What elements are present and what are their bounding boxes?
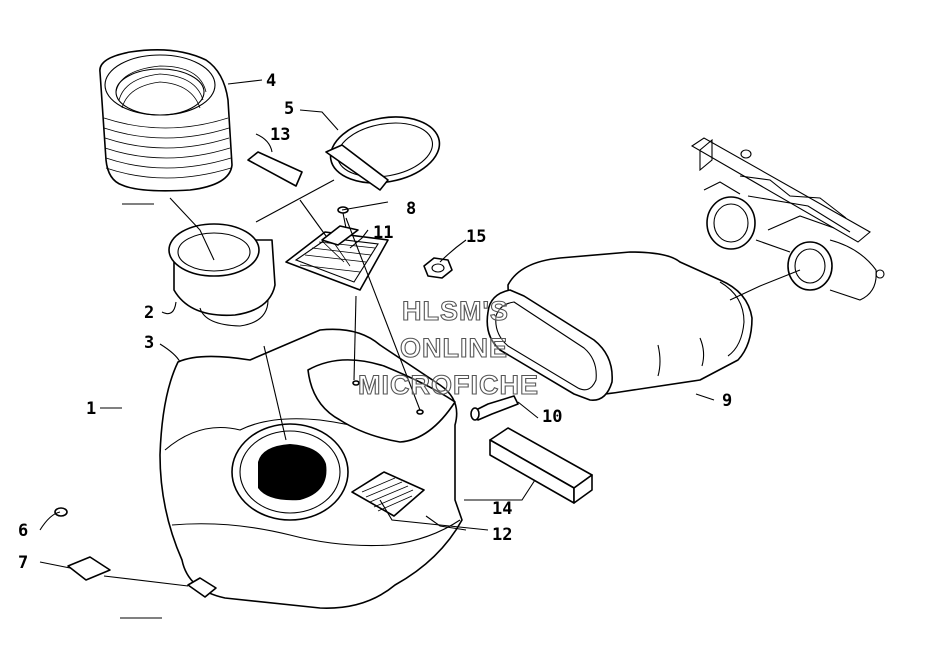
callout-3: 3 <box>144 333 154 353</box>
callout-9: 9 <box>722 391 732 411</box>
screw-part-8 <box>337 206 349 229</box>
decal-part-12 <box>351 471 425 517</box>
callout-4: 4 <box>266 71 276 91</box>
callout-labels: 1 2 3 4 5 6 7 8 9 10 11 12 13 14 15 <box>18 71 732 573</box>
filter-part-11 <box>285 225 389 291</box>
collar-part-2 <box>168 223 276 327</box>
watermark: HLSM'S ONLINE MICROFICHE <box>357 295 539 400</box>
callout-11: 11 <box>373 223 393 243</box>
cap-part-6 <box>54 507 68 517</box>
grommet-part-15 <box>423 257 453 279</box>
pad-part-13 <box>247 151 303 187</box>
bellows-part-4 <box>99 48 233 192</box>
bracket-part-7 <box>67 556 111 581</box>
silencer-box-part-1 <box>159 328 463 609</box>
callout-1: 1 <box>86 399 96 419</box>
watermark-line-2: ONLINE <box>400 333 508 363</box>
callout-7: 7 <box>18 553 28 573</box>
callout-5: 5 <box>284 99 294 119</box>
fitting-part-10 <box>470 395 519 421</box>
carburetor-assembly <box>690 137 885 301</box>
callout-6: 6 <box>18 521 28 541</box>
leader-lines <box>39 79 801 619</box>
watermark-line-3: MICROFICHE <box>358 370 539 400</box>
callout-10: 10 <box>542 407 562 427</box>
watermark-line-1: HLSM'S <box>402 296 509 326</box>
callout-2: 2 <box>144 303 154 323</box>
callout-15: 15 <box>466 227 486 247</box>
callout-12: 12 <box>492 525 512 545</box>
callout-14: 14 <box>492 499 512 519</box>
callout-8: 8 <box>406 199 416 219</box>
callout-13: 13 <box>270 125 290 145</box>
clamp-part-5 <box>325 116 441 191</box>
boot-part-9 <box>486 251 753 401</box>
foam-block-part-14 <box>489 427 593 504</box>
